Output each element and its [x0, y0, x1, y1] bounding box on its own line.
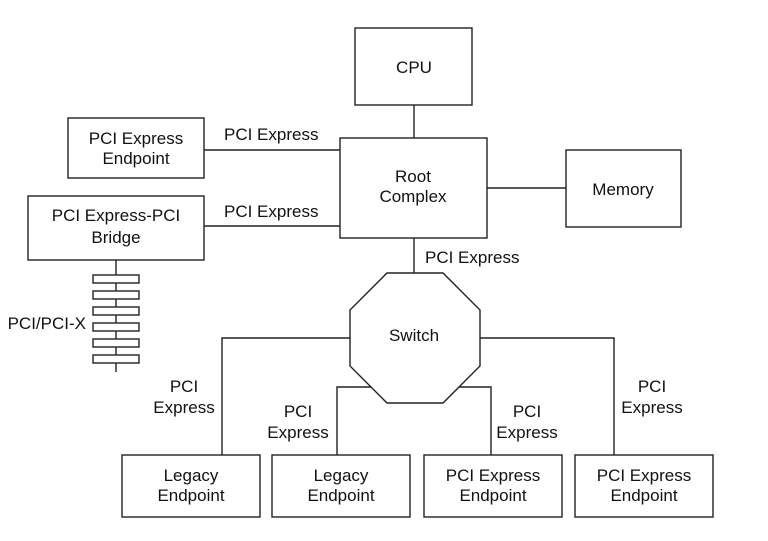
switch-legacy2-link	[336, 386, 384, 455]
pci-slot	[92, 354, 140, 364]
legacy-endpoint-1-label: Endpoint	[157, 486, 224, 505]
pcie-pci-bridge-label: PCI Express-PCI	[52, 206, 180, 225]
cpu-label: CPU	[396, 58, 432, 77]
pci-slot	[92, 274, 140, 284]
connections	[115, 105, 615, 455]
pci-bus-slots	[92, 274, 140, 364]
switch-pcie4-link	[480, 337, 615, 455]
root-complex-box	[339, 137, 488, 239]
pcie-endpoint-top-box	[67, 117, 205, 179]
root-complex-label: Root	[395, 167, 431, 186]
legacy-endpoint-1-label: Legacy	[164, 466, 219, 485]
link-label-switch-2: PCI	[284, 402, 312, 421]
link-label-bridge-root: PCI Express	[224, 202, 318, 221]
link-label-switch-3: Express	[496, 423, 557, 442]
pcie-pci-bridge-box	[27, 195, 205, 261]
switch-label: Switch	[389, 326, 439, 345]
legacy-endpoint-1-box	[121, 454, 261, 518]
legacy-endpoint-2-box	[271, 454, 411, 518]
link-label-switch-3: PCI	[513, 402, 541, 421]
memory-box	[565, 149, 682, 228]
pcie-endpoint-top-label: Endpoint	[102, 149, 169, 168]
legacy-endpoint-2-label: Legacy	[314, 466, 369, 485]
pcie-endpoint-top-label: PCI Express	[89, 129, 183, 148]
pcie-endpoint-4-label: Endpoint	[610, 486, 677, 505]
pcie-endpoint-4-box	[574, 454, 714, 518]
root-complex-label: Complex	[379, 187, 447, 206]
pcie-endpoint-4-label: PCI Express	[597, 466, 691, 485]
pci-bus-label: PCI/PCI-X	[8, 314, 86, 333]
link-label-root-switch: PCI Express	[425, 248, 519, 267]
switch-pcie3-link	[445, 386, 492, 455]
switch-octagon	[349, 272, 481, 404]
switch-legacy1-link	[221, 337, 350, 455]
pcie-pci-bridge-label: Bridge	[91, 228, 140, 247]
link-label-endpoint-root: PCI Express	[224, 125, 318, 144]
legacy-endpoint-2-label: Endpoint	[307, 486, 374, 505]
pci-slot	[92, 290, 140, 300]
memory-label: Memory	[592, 180, 654, 199]
pci-slot	[92, 306, 140, 316]
link-label-switch-1: PCI	[170, 377, 198, 396]
pcie-endpoint-3-label: PCI Express	[446, 466, 540, 485]
cpu-box	[354, 27, 473, 106]
pcie-endpoint-3-box	[423, 454, 563, 518]
pci-slot	[92, 322, 140, 332]
pci-slot	[92, 338, 140, 348]
link-label-switch-2: Express	[267, 423, 328, 442]
link-label-switch-1: Express	[153, 398, 214, 417]
link-label-switch-4: Express	[621, 398, 682, 417]
link-label-switch-4: PCI	[638, 377, 666, 396]
pcie-endpoint-3-label: Endpoint	[459, 486, 526, 505]
